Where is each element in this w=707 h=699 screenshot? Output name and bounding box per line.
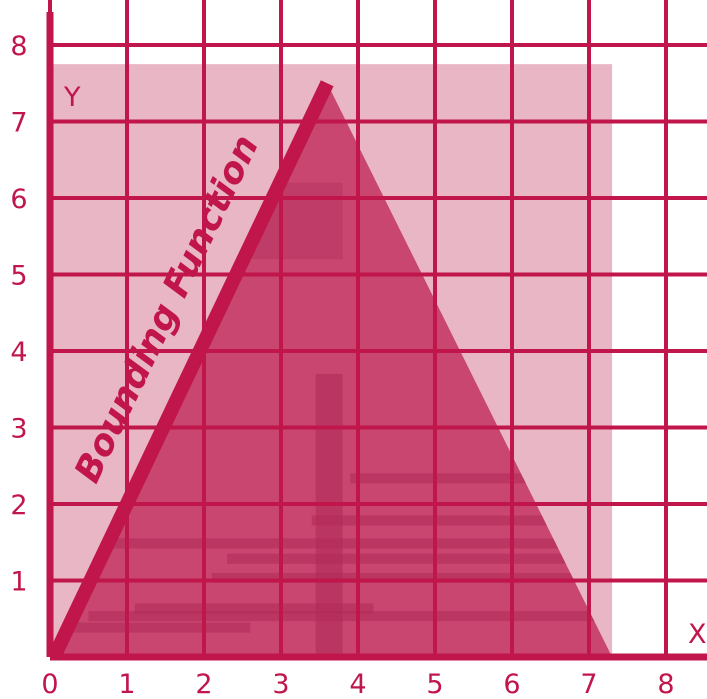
y-axis-label: Y xyxy=(63,82,81,113)
x-tick-label: 3 xyxy=(272,669,289,699)
x-tick-label: 2 xyxy=(195,669,212,699)
x-tick-label: 8 xyxy=(657,669,674,699)
y-tick-label: 7 xyxy=(10,108,27,139)
x-tick-label: 5 xyxy=(426,669,443,699)
y-tick-label: 5 xyxy=(10,261,27,292)
y-tick-label: 8 xyxy=(10,31,27,62)
x-axis-label: X xyxy=(688,619,707,650)
window-band xyxy=(73,623,250,633)
x-tick-labels: 0 1 2 3 4 5 6 7 8 xyxy=(41,669,674,699)
y-tick-labels: 1 2 3 4 5 6 7 8 xyxy=(10,31,27,598)
y-tick-label: 6 xyxy=(10,184,27,215)
x-tick-label: 6 xyxy=(503,669,520,699)
y-tick-label: 3 xyxy=(10,414,27,445)
window-band xyxy=(227,554,604,564)
y-tick-label: 4 xyxy=(10,337,27,368)
x-tick-label: 1 xyxy=(118,669,135,699)
y-tick-label: 1 xyxy=(10,567,27,598)
x-tick-label: 7 xyxy=(580,669,597,699)
window-band xyxy=(312,515,707,525)
y-tick-label: 2 xyxy=(10,490,27,521)
x-tick-label: 4 xyxy=(349,669,366,699)
building-column xyxy=(316,374,343,657)
x-tick-label: 0 xyxy=(41,669,58,699)
